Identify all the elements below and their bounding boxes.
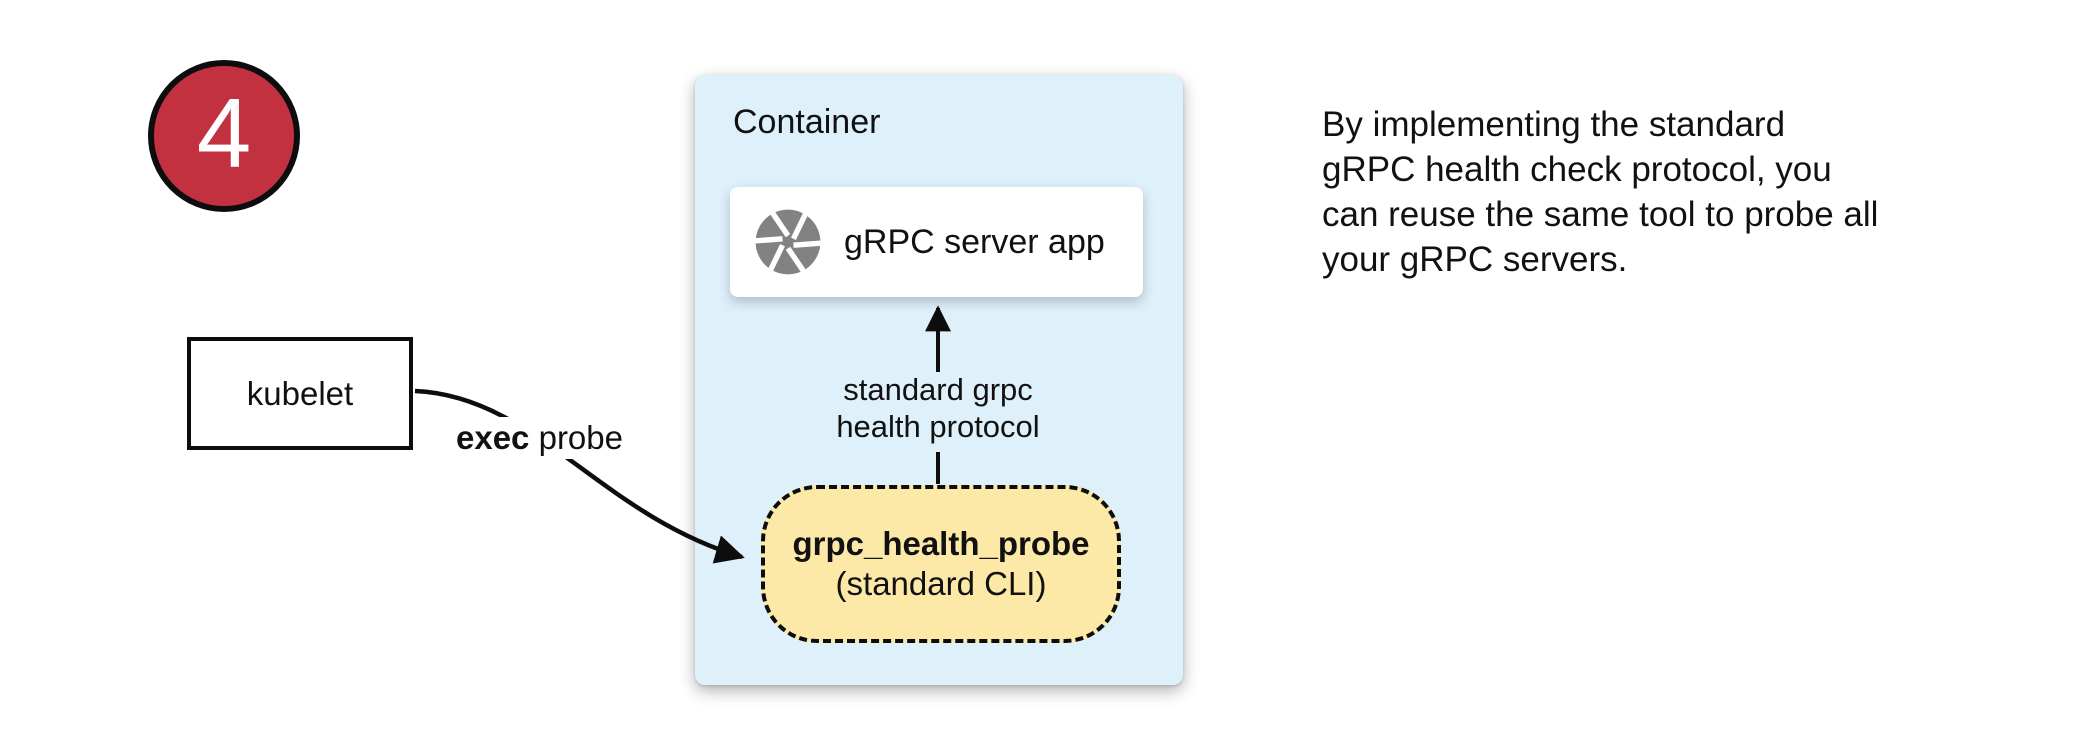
exec-probe-label-rest: probe <box>529 419 623 456</box>
step-number: 4 <box>196 78 252 188</box>
exec-probe-label: exec probe <box>452 417 627 459</box>
probe-box: grpc_health_probe (standard CLI) <box>761 485 1121 643</box>
exec-probe-label-bold: exec <box>456 419 530 456</box>
grpc-server-label: gRPC server app <box>844 222 1105 261</box>
arrow-kubelet-to-probe <box>414 388 745 564</box>
aperture-icon <box>755 209 821 275</box>
grpc-server-box: gRPC server app <box>730 187 1143 297</box>
kubelet-label: kubelet <box>246 374 354 412</box>
probe-title: grpc_health_probe <box>792 525 1090 562</box>
kubelet-box: kubelet <box>187 337 413 450</box>
health-protocol-label: standard grpc health protocol <box>836 372 1040 444</box>
step-badge: 4 <box>148 60 300 212</box>
note-text: By implementing the standard gRPC health… <box>1322 105 1879 279</box>
probe-subtitle: (standard CLI) <box>835 565 1047 602</box>
container-label: Container <box>733 103 881 141</box>
